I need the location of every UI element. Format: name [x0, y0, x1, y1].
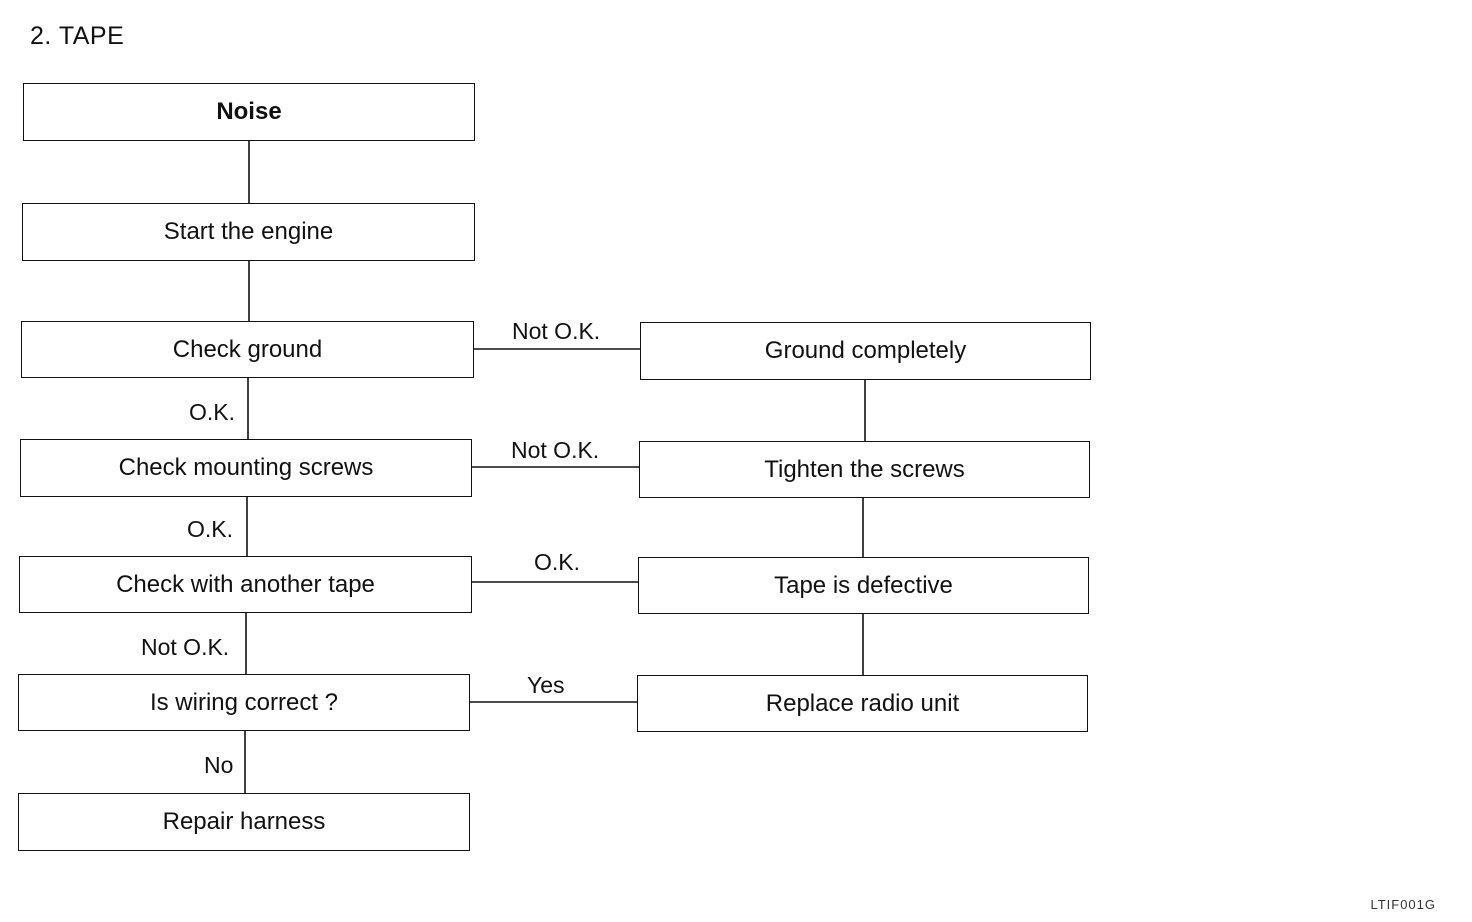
box-repair-harness: Repair harness — [18, 793, 470, 851]
box-tape-defective: Tape is defective — [638, 557, 1089, 614]
label-screws-not-ok: Not O.K. — [511, 437, 600, 463]
label-wiring-yes: Yes — [527, 672, 565, 698]
box-check-tape: Check with another tape — [19, 556, 472, 613]
box-tighten-screws: Tighten the screws — [639, 441, 1090, 498]
label-ground-ok: O.K. — [189, 399, 236, 425]
figure-code: LTIF001G — [1370, 897, 1436, 912]
box-start-engine: Start the engine — [22, 203, 475, 261]
label-tape-not-ok: Not O.K. — [141, 634, 230, 660]
box-replace-radio: Replace radio unit — [637, 675, 1088, 732]
box-noise: Noise — [23, 83, 475, 141]
page-title: 2. TAPE — [30, 22, 125, 50]
box-check-screws: Check mounting screws — [20, 439, 472, 497]
label-ground-not-ok: Not O.K. — [512, 318, 601, 344]
label-wiring-no: No — [204, 752, 234, 778]
box-ground-completely: Ground completely — [640, 322, 1091, 380]
label-screws-ok: O.K. — [187, 516, 234, 542]
box-wiring: Is wiring correct ? — [18, 674, 470, 731]
label-tape-ok: O.K. — [534, 549, 581, 575]
box-check-ground: Check ground — [21, 321, 474, 378]
